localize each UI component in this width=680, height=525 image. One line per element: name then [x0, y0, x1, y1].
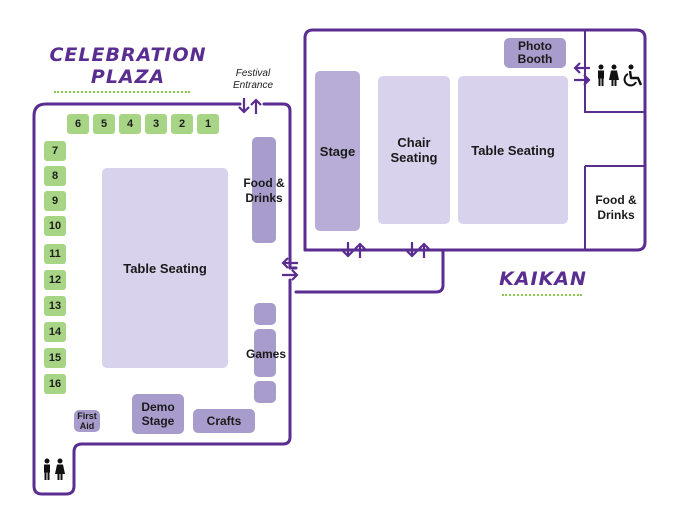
plaza-food-drinks[interactable]	[252, 137, 276, 243]
booth-2[interactable]: 2	[171, 114, 193, 134]
booth-5[interactable]: 5	[93, 114, 115, 134]
kaikan-table-seating[interactable]: Table Seating	[458, 76, 568, 224]
booth-16[interactable]: 16	[44, 374, 66, 394]
booth-4[interactable]: 4	[119, 114, 141, 134]
first-aid[interactable]: First Aid	[74, 410, 100, 432]
bidirectional-arrow-icon	[342, 242, 366, 258]
restroom-icon	[44, 458, 65, 480]
horizontal-arrow-icon	[281, 257, 299, 281]
plaza-title-underline	[54, 91, 190, 93]
booth-1[interactable]: 1	[197, 114, 219, 134]
celebration-plaza-outline	[32, 102, 292, 496]
games-booth-1[interactable]	[254, 303, 276, 325]
kaikan-outline	[303, 28, 647, 252]
booth-12[interactable]: 12	[44, 270, 66, 290]
booth-15[interactable]: 15	[44, 348, 66, 368]
photo-booth[interactable]: Photo Booth	[504, 38, 566, 68]
festival-entrance-label: Festival Entrance	[232, 68, 274, 91]
celebration-plaza-title: CELEBRATION PLAZA	[48, 44, 208, 88]
booth-6[interactable]: 6	[67, 114, 89, 134]
kaikan-stage[interactable]: Stage	[315, 71, 360, 231]
plaza-table-seating[interactable]: Table Seating	[102, 168, 228, 368]
plaza-title-line2: PLAZA	[90, 66, 166, 88]
games-booth-2[interactable]	[254, 329, 276, 377]
kaikan-title-underline	[502, 294, 582, 296]
booth-10[interactable]: 10	[44, 216, 66, 236]
kaikan-food-drinks[interactable]: Food & Drinks	[595, 193, 637, 222]
booth-13[interactable]: 13	[44, 296, 66, 316]
plaza-food-drinks-label: Food & Drinks	[243, 176, 285, 205]
kaikan-chair-seating[interactable]: Chair Seating	[378, 76, 450, 224]
games-booth-3[interactable]	[254, 381, 276, 403]
booth-3[interactable]: 3	[145, 114, 167, 134]
games-label: Games	[245, 347, 287, 361]
booth-9[interactable]: 9	[44, 191, 66, 211]
booth-11[interactable]: 11	[44, 244, 66, 264]
restroom-icon	[598, 64, 619, 86]
crafts[interactable]: Crafts	[193, 409, 255, 433]
corridor-outline	[288, 248, 445, 294]
plaza-title-line1: CELEBRATION	[49, 44, 207, 66]
horizontal-arrow-icon	[573, 62, 591, 86]
demo-stage[interactable]: Demo Stage	[132, 394, 184, 434]
wheelchair-icon	[623, 64, 643, 87]
bidirectional-arrow-icon	[238, 98, 262, 114]
kaikan-title: KAIKAN	[499, 268, 587, 290]
booth-8[interactable]: 8	[44, 166, 66, 186]
bidirectional-arrow-icon	[406, 242, 430, 258]
booth-14[interactable]: 14	[44, 322, 66, 342]
booth-7[interactable]: 7	[44, 141, 66, 161]
